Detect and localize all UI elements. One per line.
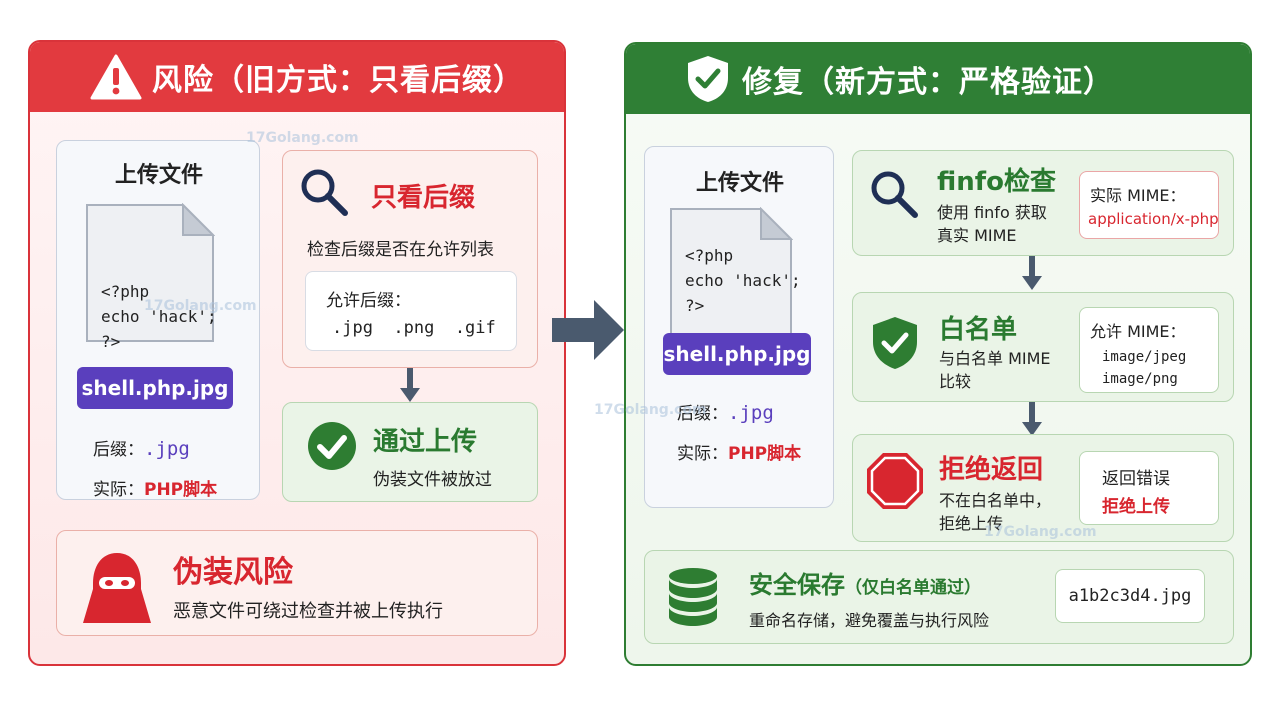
check-circle-icon bbox=[308, 422, 356, 470]
risk-header: 风险（旧方式：只看后缀） bbox=[30, 42, 564, 112]
watermark: 17Golang.com bbox=[984, 524, 1097, 540]
reject-title: 拒绝返回 bbox=[939, 455, 1044, 485]
fix-panel: 修复（新方式：严格验证） 上传文件 <?php echo 'hack'; ?> … bbox=[624, 42, 1252, 666]
code-snippet: <?php echo 'hack'; ?> bbox=[685, 243, 801, 318]
code-line: ?> bbox=[685, 296, 705, 315]
suffix-check-card: 只看后缀 检查后缀是否在允许列表 允许后缀： .jpg .png .gif bbox=[282, 150, 538, 368]
allowed-suffix-box: 允许后缀： .jpg .png .gif bbox=[305, 271, 517, 351]
suffix-check-title: 只看后缀 bbox=[371, 183, 476, 213]
file-icon bbox=[86, 203, 215, 342]
filename-badge: shell.php.jpg bbox=[663, 333, 811, 375]
shield-check-icon bbox=[873, 317, 917, 369]
risk-panel: 风险（旧方式：只看后缀） 上传文件 <?php echo 'hack'; ?> … bbox=[28, 40, 566, 666]
watermark: 17Golang.com bbox=[246, 130, 359, 146]
fix-title: 修复（新方式：严格验证） bbox=[742, 65, 1114, 100]
upload-file-card: 上传文件 <?php echo 'hack'; ?> shell.php.jpg… bbox=[56, 140, 260, 500]
arrow-down-icon bbox=[1022, 402, 1042, 436]
allowed-suffix-values: .jpg .png .gif bbox=[332, 318, 496, 338]
filename-badge: shell.php.jpg bbox=[77, 367, 233, 409]
code-line: <?php bbox=[101, 282, 150, 301]
actual-mime-value: application/x-php bbox=[1088, 210, 1219, 228]
disguise-risk-desc: 恶意文件可绕过检查并被上传执行 bbox=[173, 601, 443, 622]
allowed-mime-box: 允许 MIME： image/jpeg image/png bbox=[1079, 307, 1219, 393]
reject-upload-label: 拒绝上传 bbox=[1102, 497, 1170, 517]
database-icon bbox=[669, 568, 717, 626]
actual-row: 实际：PHP脚本 bbox=[677, 439, 801, 464]
whitelist-desc: 与白名单 MIME 比较 bbox=[939, 349, 1051, 391]
pass-upload-card: 通过上传 伪装文件被放过 bbox=[282, 402, 538, 502]
upload-title: 上传文件 bbox=[114, 163, 203, 188]
reject-card: 拒绝返回 不在白名单中， 拒绝上传 返回错误 拒绝上传 bbox=[852, 434, 1234, 542]
reject-desc: 不在白名单中， 拒绝上传 bbox=[939, 491, 1052, 533]
allowed-suffix-label: 允许后缀： bbox=[326, 291, 411, 311]
safe-save-title-row: 安全保存（仅白名单通过） bbox=[749, 565, 981, 600]
code-line: echo 'hack'; bbox=[685, 271, 801, 290]
search-icon bbox=[871, 171, 918, 218]
warning-icon bbox=[90, 54, 142, 100]
actual-mime-label: 实际 MIME： bbox=[1090, 186, 1186, 205]
risk-title: 风险（旧方式：只看后缀） bbox=[152, 63, 524, 98]
actual-label: 实际： bbox=[93, 480, 144, 500]
watermark: 17Golang.com bbox=[144, 298, 257, 314]
suffix-row: 后缀：.jpg bbox=[93, 435, 190, 460]
code-line: <?php bbox=[685, 246, 734, 265]
disguise-risk-card: 伪装风险 恶意文件可绕过检查并被上传执行 bbox=[56, 530, 538, 636]
saved-filename-box: a1b2c3d4.jpg bbox=[1055, 569, 1205, 623]
pass-upload-title: 通过上传 bbox=[373, 427, 478, 457]
finfo-title: finfo检查 bbox=[937, 167, 1056, 197]
code-line: echo 'hack'; bbox=[101, 307, 217, 326]
whitelist-title: 白名单 bbox=[939, 315, 1018, 345]
code-snippet: <?php echo 'hack'; ?> bbox=[101, 279, 217, 354]
arrow-down-icon bbox=[1022, 256, 1042, 290]
finfo-check-card: finfo检查 使用 finfo 获取 真实 MIME 实际 MIME： app… bbox=[852, 150, 1234, 256]
suffix-check-desc: 检查后缀是否在允许列表 bbox=[307, 240, 494, 260]
shield-check-icon bbox=[688, 56, 728, 102]
suffix-value: .jpg bbox=[144, 438, 190, 460]
whitelist-card: 白名单 与白名单 MIME 比较 允许 MIME： image/jpeg ima… bbox=[852, 292, 1234, 402]
suffix-label: 后缀： bbox=[93, 440, 144, 460]
disguise-risk-title: 伪装风险 bbox=[173, 555, 293, 590]
arrow-right-icon bbox=[552, 300, 624, 360]
actual-mime-box: 实际 MIME： application/x-php bbox=[1079, 171, 1219, 239]
suffix-label: 后缀： bbox=[677, 404, 728, 424]
suffix-value: .jpg bbox=[728, 402, 774, 424]
finfo-desc: 使用 finfo 获取 真实 MIME bbox=[937, 203, 1047, 245]
upload-file-card: 上传文件 <?php echo 'hack'; ?> shell.php.jpg… bbox=[644, 146, 834, 508]
suffix-row: 后缀：.jpg bbox=[677, 399, 774, 424]
allowed-mime-values: image/jpeg image/png bbox=[1102, 349, 1187, 387]
arrow-down-icon bbox=[400, 368, 420, 402]
watermark: 17Golang.com bbox=[594, 402, 707, 418]
actual-label: 实际： bbox=[677, 444, 728, 464]
actual-value: PHP脚本 bbox=[728, 444, 802, 464]
reject-result-box: 返回错误 拒绝上传 bbox=[1079, 451, 1219, 525]
safe-save-title: 安全保存 bbox=[749, 571, 845, 599]
stop-sign-icon bbox=[867, 453, 923, 509]
actual-row: 实际：PHP脚本 bbox=[93, 475, 217, 500]
file-icon bbox=[670, 207, 793, 346]
fix-header: 修复（新方式：严格验证） bbox=[626, 44, 1250, 114]
code-line: ?> bbox=[101, 332, 121, 351]
safe-save-desc: 重命名存储，避免覆盖与执行风险 bbox=[749, 611, 990, 630]
safe-save-note: （仅白名单通过） bbox=[845, 578, 981, 598]
search-icon bbox=[301, 169, 348, 216]
reject-error-label: 返回错误 bbox=[1102, 469, 1170, 489]
pass-upload-desc: 伪装文件被放过 bbox=[373, 470, 492, 490]
allowed-mime-label: 允许 MIME： bbox=[1090, 322, 1186, 341]
upload-title: 上传文件 bbox=[695, 171, 784, 196]
hacker-icon bbox=[83, 553, 151, 623]
safe-save-card: 安全保存（仅白名单通过） 重命名存储，避免覆盖与执行风险 a1b2c3d4.jp… bbox=[644, 550, 1234, 644]
actual-value: PHP脚本 bbox=[144, 480, 218, 500]
